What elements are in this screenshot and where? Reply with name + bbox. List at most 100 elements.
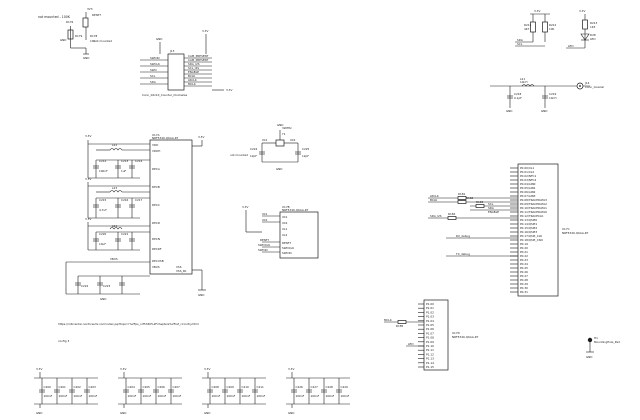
u17d-pin-label: P1.10 [426,344,434,348]
led-d28-val: LED [590,37,595,41]
pullup-r211: R211 [524,23,532,27]
decoupling-cap-ref: C201 [59,385,67,389]
decoupling-cap-ref: C203 [89,385,97,389]
decoupling-gnd-label: GND [36,411,42,415]
coax-gnd-1: GND [506,109,512,113]
u17c-pin-label: P0.12/TRACECLK [520,214,543,218]
u17d-pin-label: P1.04 [426,319,434,323]
label-10k: 10K [90,39,96,43]
led-net: LED [568,44,573,48]
u17b-pin-reset: RESET [282,241,291,245]
u17b-ref: U17B [282,205,290,209]
conn-title: Conn_02x10_Counter_Clockwise [142,93,187,97]
pullup-supply: 3.3V [534,9,540,13]
u17c-pin-label: P0.00/XL1 [520,166,534,170]
u17c-r184: R184 [448,212,456,216]
conn-right-net-6: BCLK [188,74,195,78]
decoupling-cap-ref: C205 [143,385,151,389]
u17c-pin-label: P0.08/TRACEDATA3 [520,198,547,202]
u17d-pin-label: P1.08 [426,336,434,340]
u17c-pin-label: P0.22 [520,254,528,258]
decoupling-cap-value: 100nF [59,394,68,398]
u17d-name: NRF5340-QKAA-R7 [452,335,479,339]
decoupling-cap-value: 100nF [242,394,251,398]
u17b-net-xc2: XC2 [262,218,268,222]
u17c-pin-label: P0.05/AIN1 [520,186,536,190]
block-connector-j13: SWDIO SWCLK SWO SCL SDA CAM_PRESENT CAM_… [140,29,232,97]
u17d-pin-label: P1.15 [426,365,434,369]
block-mcu-gpio2: U17D NRF5340-QKAA-R7 P1.00P1.01P1.02P1.0… [384,299,479,371]
u17c-net-enable: ENABLE [488,210,499,214]
u17c-r182: R182 [466,196,474,200]
u17c-pin-label: P0.09/TRACEDATA2 [520,202,547,206]
conn-ref: J13 [169,49,175,53]
crystal-c225: C225 [302,147,310,151]
u17c-r181: R181 [458,192,466,196]
u17a-supply-2: 3.3V [85,177,91,181]
crystal-c224: C224 [250,147,258,151]
conn-right-net-2: CAM_PRESENT [188,58,209,62]
u17a-c216: C216 [121,198,129,202]
decoupling-cap-ref: C207 [173,385,181,389]
u17a-l24: L24 [112,224,117,228]
u17c-pin-label: P0.27 [520,274,528,278]
pullup-r212-val: 10K [549,27,555,31]
decoupling-cap-ref: C228 [326,385,334,389]
u17a-supply-right: 3.3V [198,135,204,139]
u17c-pin-label: P0.03/NFC2 [520,178,537,182]
note-config: config 3 [58,339,69,343]
u17d-pin-label: P1.03 [426,315,434,319]
u17a-c223: C223 [103,284,111,288]
block-reset-network: not mounted - 100K R176 3V3 RESET R178 n… [38,7,112,60]
u17b-supply: 3.3V [242,205,248,209]
conn-supply-right: 3.3V [226,88,232,92]
u17b-pin-swdclk: SWDCLK [282,246,294,250]
crystal-note: not mounted [230,153,248,157]
block-mcu-io: U17B NRF5340-QKAA-R7 XC1 XC2 XL1 XL2 RES… [242,205,319,259]
u17c-r183: R183 [476,200,484,204]
u17d-pin-label: P1.13 [426,357,434,361]
u17c-pin-label: P0.23 [520,258,528,262]
conn-left-net-1: SWDIO [150,56,161,60]
gnd-top-left: GND [83,56,89,60]
decoupling-cap-value: 100nF [296,394,305,398]
label-r179: R179 [75,34,83,38]
label-reset: RESET [92,13,101,17]
conn-right-net-4: SCL_I2S [188,66,199,70]
u17a-c215-val: 4.7uF [99,208,107,212]
coax-ref: J14 [584,81,590,85]
coax-name: Conn_Coaxial [585,85,604,89]
crystal-c225-val: 12pF [302,154,309,158]
block-coax: J14 Conn_Coaxial L21 10nH C218 0.1pF C21… [490,77,604,113]
u17c-pin-label: P0.29 [520,282,528,286]
u17c-pin-label: P0.11/TRACEDATA0 [520,210,547,214]
decoupling-gnd-label: GND [204,411,210,415]
u17a-pin-vbus: VBUS [152,265,160,269]
coax-l21-val: 10nH [520,80,527,84]
u17c-ref: U17C [562,227,570,231]
decoupling-cap-ref: C208 [212,385,220,389]
u17c-net-sda-i2s: SDA_I2S [430,214,442,218]
mounting-ref: H1 [594,336,598,340]
u17c-pin-label: P0.20 [520,246,528,250]
label-r178: R178 [90,34,98,38]
u17b-net-reset: RESET [260,238,269,242]
coax-l21: L21 [520,77,525,81]
block-crystal: 32MHz Y1 XC1 XC2 C224 12pF C225 12pF not… [230,123,310,171]
u17a-c215: C215 [99,198,107,202]
conn-gnd: GND [156,37,162,41]
u17a-pin-deca: DECA [152,167,160,171]
u17a-c214: C214 [135,159,143,163]
u17c-net-lrclk: LRCLK [430,194,439,198]
led-r213-val: 1K5 [590,25,596,29]
u17b-pin-xl1: XL1 [282,227,287,231]
decoupling-cap-value: 100nF [212,394,221,398]
u17d-r185: R185 [396,324,404,328]
crystal-ref: Y1 [282,132,286,136]
crystal-net-xc1: XC1 [262,138,268,142]
decoupling-cap-value: 100nF [128,394,137,398]
decoupling-cap-ref: C202 [74,385,82,389]
decoupling-cap-ref: C200 [44,385,52,389]
u17c-pin-label: P0.17/QSPI_CLK [520,234,542,238]
